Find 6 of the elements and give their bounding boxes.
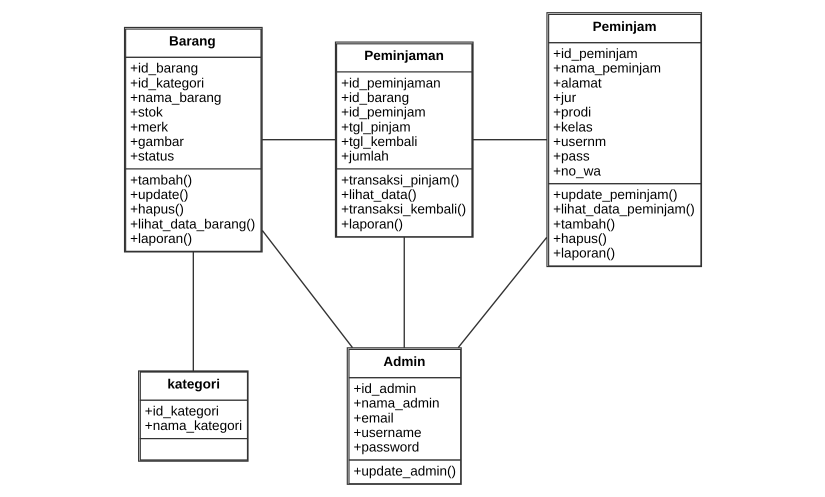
connector bbox=[457, 236, 547, 348]
connector bbox=[261, 230, 352, 348]
connector bbox=[192, 252, 194, 371]
connector bbox=[472, 138, 546, 140]
connector bbox=[262, 138, 335, 140]
connector bbox=[403, 237, 404, 348]
